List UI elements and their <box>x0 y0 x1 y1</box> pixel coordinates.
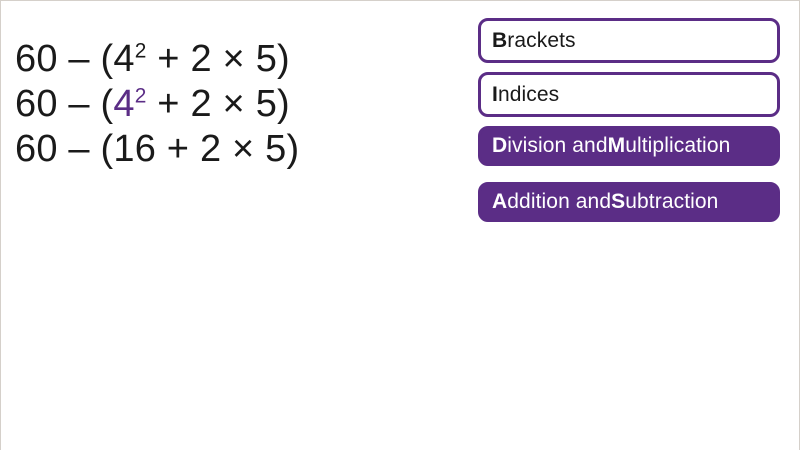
bidmas-item-brackets-label: rackets <box>507 28 576 52</box>
bidmas-item-addition-initial: A <box>492 190 508 213</box>
bidmas-item-brackets-initial: B <box>492 28 508 52</box>
working-line-2-prefix: 60 – ( <box>15 83 114 125</box>
bidmas-item-multiplication-initial: M <box>607 134 626 157</box>
working-steps: 60 – (42 + 2 × 5) 60 – (42 + 2 × 5) 60 –… <box>15 37 445 172</box>
bidmas-item-multiplication-label: ultiplication <box>625 134 731 157</box>
bidmas-item-addition-label: ddition and <box>507 190 612 213</box>
bidmas-item-division-label: ivision and <box>507 134 608 157</box>
working-line-2-highlight-exponent: 2 <box>134 84 147 108</box>
bidmas-item-indices-label: ndices <box>497 82 560 106</box>
working-line-1-exponent: 2 <box>134 39 147 63</box>
working-line-2: 60 – (42 + 2 × 5) <box>15 82 445 127</box>
bidmas-item-subtraction-label: ubtraction <box>625 190 719 213</box>
bidmas-item-division-initial: D <box>492 134 508 157</box>
working-line-3: 60 – (16 + 2 × 5) <box>15 128 300 170</box>
working-line-1-suffix: + 2 × 5) <box>146 38 290 80</box>
working-line-1-prefix: 60 – (4 <box>15 38 135 80</box>
bidmas-item-subtraction-initial: S <box>611 190 626 213</box>
bidmas-item-indices-initial: I <box>492 82 498 106</box>
working-line-1: 60 – (42 + 2 × 5) <box>15 37 445 82</box>
working-line-2-highlight-base: 4 <box>113 83 135 125</box>
working-line-2-suffix: + 2 × 5) <box>146 83 290 125</box>
